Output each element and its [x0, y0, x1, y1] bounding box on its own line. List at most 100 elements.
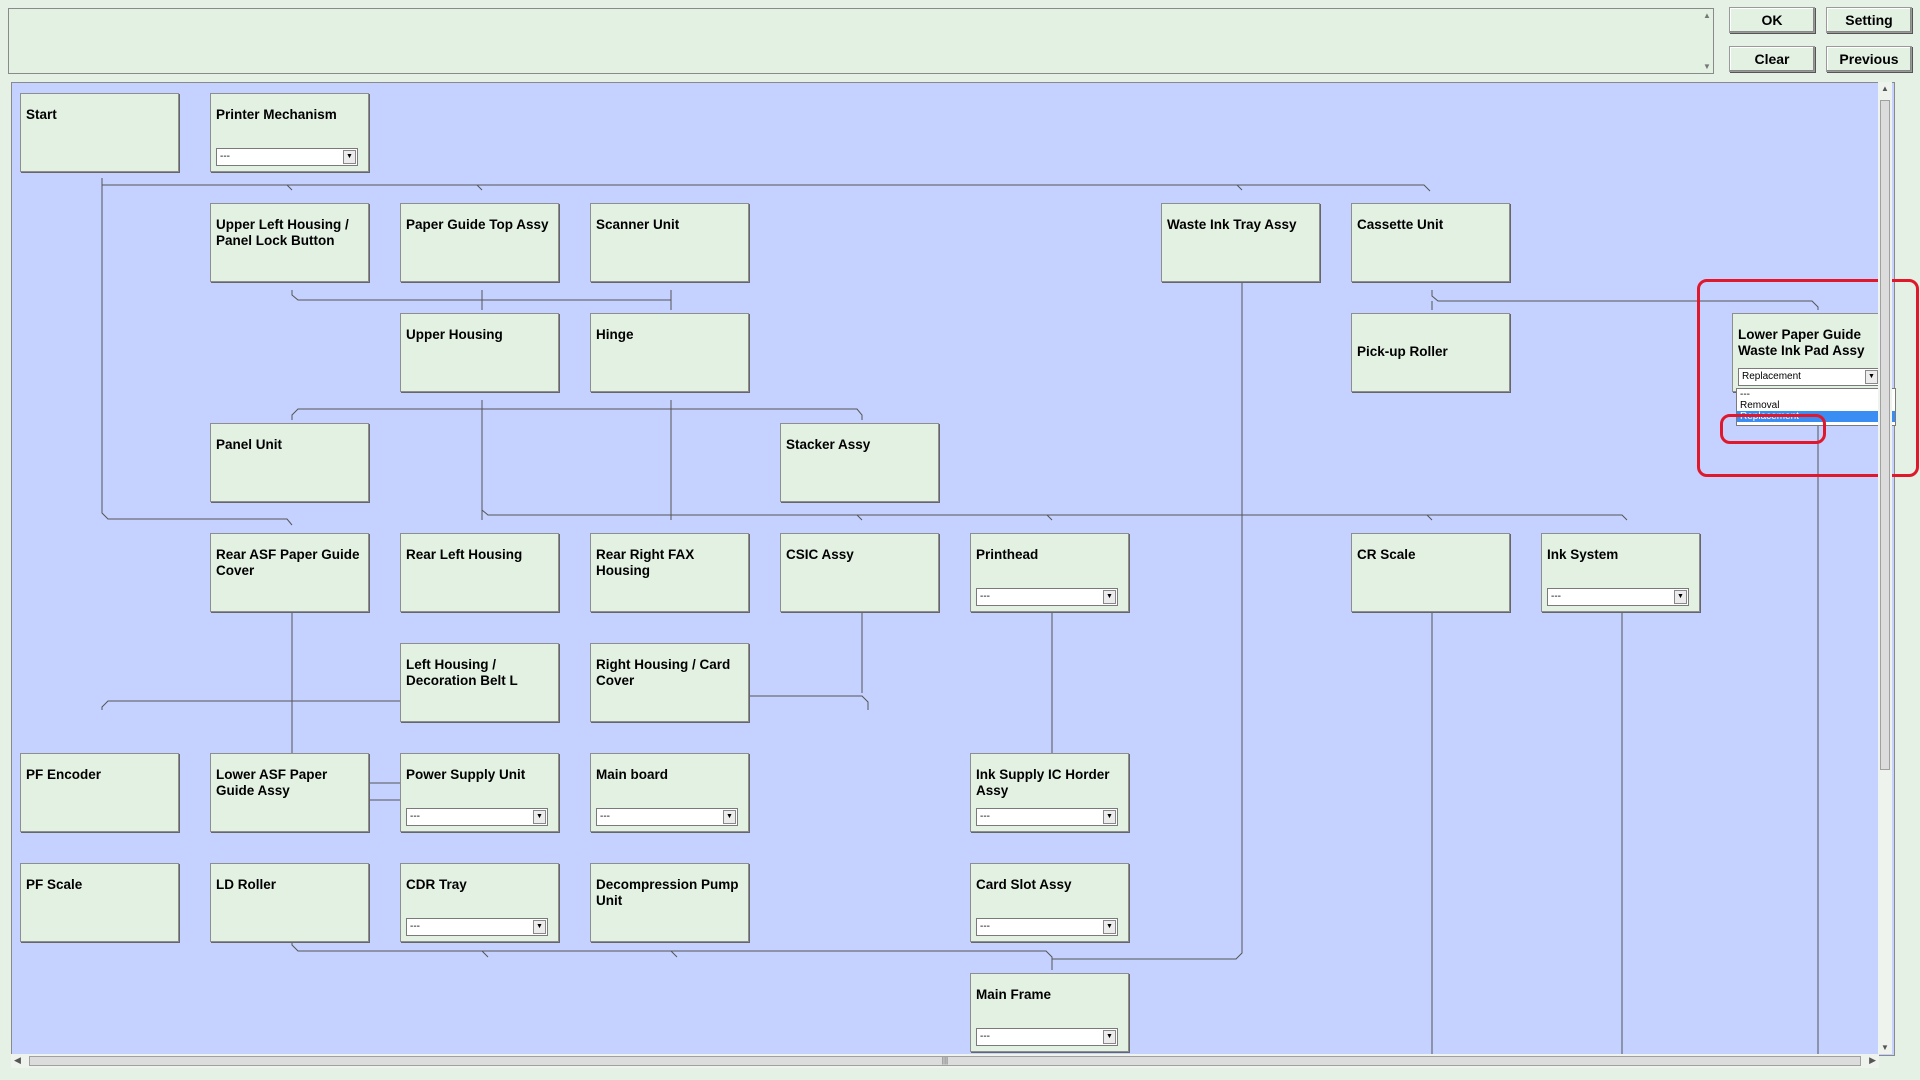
node-waste-ink-tray[interactable]: Waste Ink Tray Assy [1161, 203, 1320, 282]
node-ink-system[interactable]: Ink System --- ▼ [1541, 533, 1700, 612]
scroll-up-icon[interactable]: ▲ [1703, 11, 1711, 20]
node-label: PF Encoder [26, 767, 102, 782]
node-label: CSIC Assy [786, 547, 854, 562]
node-rear-right-fax[interactable]: Rear Right FAX Housing [590, 533, 749, 612]
node-label: Panel Unit [216, 437, 283, 452]
action-select[interactable]: --- ▼ [976, 918, 1118, 936]
node-printhead[interactable]: Printhead --- ▼ [970, 533, 1129, 612]
select-value: --- [410, 921, 420, 932]
setting-button[interactable]: Setting [1826, 7, 1912, 33]
node-rear-asf[interactable]: Rear ASF Paper Guide Cover [210, 533, 369, 612]
chevron-down-icon[interactable]: ▼ [1865, 370, 1878, 384]
node-pickup-roller[interactable]: Pick-up Roller [1351, 313, 1510, 392]
node-csic-assy[interactable]: CSIC Assy [780, 533, 939, 612]
chevron-down-icon[interactable]: ▼ [343, 150, 356, 164]
horizontal-scrollbar[interactable]: ◀ ||| ▶ [11, 1054, 1879, 1068]
node-main-board[interactable]: Main board ---▼ [590, 753, 749, 832]
node-cassette-unit[interactable]: Cassette Unit [1351, 203, 1510, 282]
node-right-housing[interactable]: Right Housing / Card Cover [590, 643, 749, 722]
chevron-down-icon[interactable]: ▼ [1103, 1030, 1116, 1044]
node-upper-housing[interactable]: Upper Housing [400, 313, 559, 392]
node-cr-scale[interactable]: CR Scale [1351, 533, 1510, 612]
node-label: CR Scale [1357, 547, 1416, 562]
scroll-down-icon[interactable]: ▼ [1881, 1043, 1889, 1052]
chevron-down-icon[interactable]: ▼ [1103, 590, 1116, 604]
node-label: Upper Left Housing / Panel Lock Button [216, 217, 349, 248]
node-label: LD Roller [216, 877, 277, 892]
node-paper-guide-top[interactable]: Paper Guide Top Assy [400, 203, 559, 282]
chevron-down-icon[interactable]: ▼ [723, 810, 736, 824]
node-label: Hinge [596, 327, 634, 342]
node-ink-supply-ic[interactable]: Ink Supply IC Horder Assy ---▼ [970, 753, 1129, 832]
previous-button[interactable]: Previous [1826, 46, 1912, 72]
scroll-right-icon[interactable]: ▶ [1869, 1055, 1876, 1065]
action-select[interactable]: --- ▼ [406, 918, 548, 936]
chevron-down-icon[interactable]: ▼ [1103, 920, 1116, 934]
node-label: Left Housing / Decoration Belt L [406, 657, 518, 688]
node-decompression-pump[interactable]: Decompression Pump Unit [590, 863, 749, 942]
chevron-down-icon[interactable]: ▼ [1103, 810, 1116, 824]
scrollbar-thumb[interactable] [1880, 100, 1890, 770]
vertical-scrollbar[interactable]: ▲ ▼ [1878, 82, 1892, 1054]
select-value: --- [980, 921, 990, 932]
node-scanner-unit[interactable]: Scanner Unit [590, 203, 749, 282]
node-label: Upper Housing [406, 327, 503, 342]
message-area[interactable] [8, 8, 1714, 74]
highlight-option [1720, 414, 1826, 444]
ok-button[interactable]: OK [1729, 7, 1815, 33]
node-pf-scale[interactable]: PF Scale [20, 863, 179, 942]
node-pf-encoder[interactable]: PF Encoder [20, 753, 179, 832]
node-printer-mechanism[interactable]: Printer Mechanism ---▼ [210, 93, 369, 172]
action-select[interactable]: --- ▼ [976, 1028, 1118, 1046]
scroll-down-icon[interactable]: ▼ [1703, 62, 1711, 71]
chevron-down-icon[interactable]: ▼ [533, 810, 546, 824]
node-main-frame[interactable]: Main Frame --- ▼ [970, 973, 1129, 1052]
node-label: Lower ASF Paper Guide Assy [216, 767, 328, 798]
node-panel-unit[interactable]: Panel Unit [210, 423, 369, 502]
select-value: --- [980, 591, 990, 602]
scroll-left-icon[interactable]: ◀ [14, 1055, 21, 1065]
message-scrollbar[interactable]: ▲ ▼ [1702, 9, 1712, 71]
node-stacker-assy[interactable]: Stacker Assy [780, 423, 939, 502]
action-select[interactable]: ---▼ [216, 148, 358, 166]
action-select[interactable]: --- ▼ [1547, 588, 1689, 606]
select-value: --- [980, 1031, 990, 1042]
flowchart-canvas: Start Printer Mechanism ---▼ Upper Left … [11, 82, 1895, 1056]
action-select[interactable]: --- ▼ [976, 588, 1118, 606]
chevron-down-icon[interactable]: ▼ [533, 920, 546, 934]
node-start[interactable]: Start [20, 93, 179, 172]
node-label: Main Frame [976, 987, 1052, 1002]
clear-button[interactable]: Clear [1729, 46, 1815, 72]
node-left-housing[interactable]: Left Housing / Decoration Belt L [400, 643, 559, 722]
action-select[interactable]: --- ▼ [596, 808, 738, 826]
node-power-supply[interactable]: Power Supply Unit ---▼ [400, 753, 559, 832]
node-cdr-tray[interactable]: CDR Tray --- ▼ [400, 863, 559, 942]
dropdown-option[interactable]: Removal [1740, 400, 1780, 411]
node-rear-left-housing[interactable]: Rear Left Housing [400, 533, 559, 612]
dropdown-option[interactable]: --- [1740, 389, 1750, 400]
node-card-slot[interactable]: Card Slot Assy ---▼ [970, 863, 1129, 942]
node-label: Paper Guide Top Assy [406, 217, 549, 232]
node-label: Lower Paper Guide Waste Ink Pad Assy [1738, 327, 1865, 358]
node-label: Ink System [1547, 547, 1619, 562]
scrollbar-thumb[interactable]: ||| [29, 1056, 1861, 1066]
node-label: Power Supply Unit [406, 767, 526, 782]
node-ld-roller[interactable]: LD Roller [210, 863, 369, 942]
node-label: Printhead [976, 547, 1039, 562]
action-select[interactable]: ---▼ [976, 808, 1118, 826]
node-label: CDR Tray [406, 877, 467, 892]
action-select[interactable]: ---▼ [406, 808, 548, 826]
node-hinge[interactable]: Hinge [590, 313, 749, 392]
node-label: Right Housing / Card Cover [596, 657, 731, 688]
select-value: --- [600, 811, 610, 822]
highlight-box [1697, 279, 1919, 477]
node-label: PF Scale [26, 877, 83, 892]
select-value: --- [1551, 591, 1561, 602]
chevron-down-icon[interactable]: ▼ [1674, 590, 1687, 604]
scroll-up-icon[interactable]: ▲ [1881, 84, 1889, 93]
node-upper-left-housing[interactable]: Upper Left Housing / Panel Lock Button [210, 203, 369, 282]
node-lower-asf[interactable]: Lower ASF Paper Guide Assy [210, 753, 369, 832]
node-label: Rear Right FAX Housing [596, 547, 695, 578]
node-label: Decompression Pump Unit [596, 877, 739, 908]
node-label: Stacker Assy [786, 437, 871, 452]
